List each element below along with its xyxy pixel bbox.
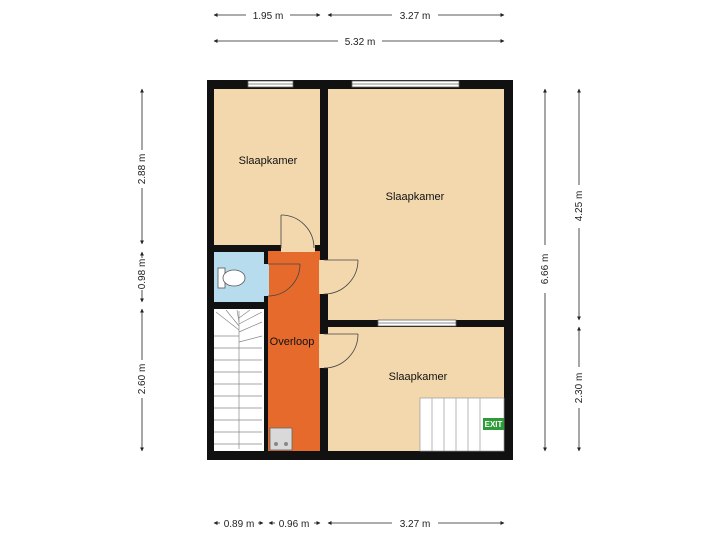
room-label-bedroom-top-right: Slaapkamer [386,191,445,203]
dim-top-total: 5.32 m [345,37,376,48]
doors [263,214,359,369]
stairwell-stairs [214,309,263,449]
dim-bottom-left: 0.89 m [224,519,255,530]
toilet-icon [217,267,246,289]
dim-right-outer-top: 4.25 m [574,191,585,222]
dim-right-inner-total: 6.66 m [540,254,551,285]
dim-top-left: 1.95 m [253,11,284,22]
dim-left-middle: 0.98 m [137,259,148,290]
exit-sign-icon [483,418,504,430]
dim-left-top: 2.88 m [137,154,148,185]
room-label-bedroom-top-left: Slaapkamer [239,155,298,167]
dimension-lines [140,13,581,525]
windows [247,80,460,327]
dim-left-bottom: 2.60 m [137,364,148,395]
bedroom-top-left-floor [214,89,320,245]
dim-bottom-right: 3.27 m [400,519,431,530]
bedroom-top-right-floor [328,89,504,320]
boiler-icon [269,427,293,451]
dim-top-right: 3.27 m [400,11,431,22]
landing-floor [268,251,320,451]
room-label-bedroom-bottom: Slaapkamer [389,371,448,383]
exit-sign-text: EXIT [485,420,503,429]
room-label-landing: Overloop [270,336,315,348]
dim-right-outer-bottom: 2.30 m [574,373,585,404]
dim-bottom-middle: 0.96 m [279,519,310,530]
